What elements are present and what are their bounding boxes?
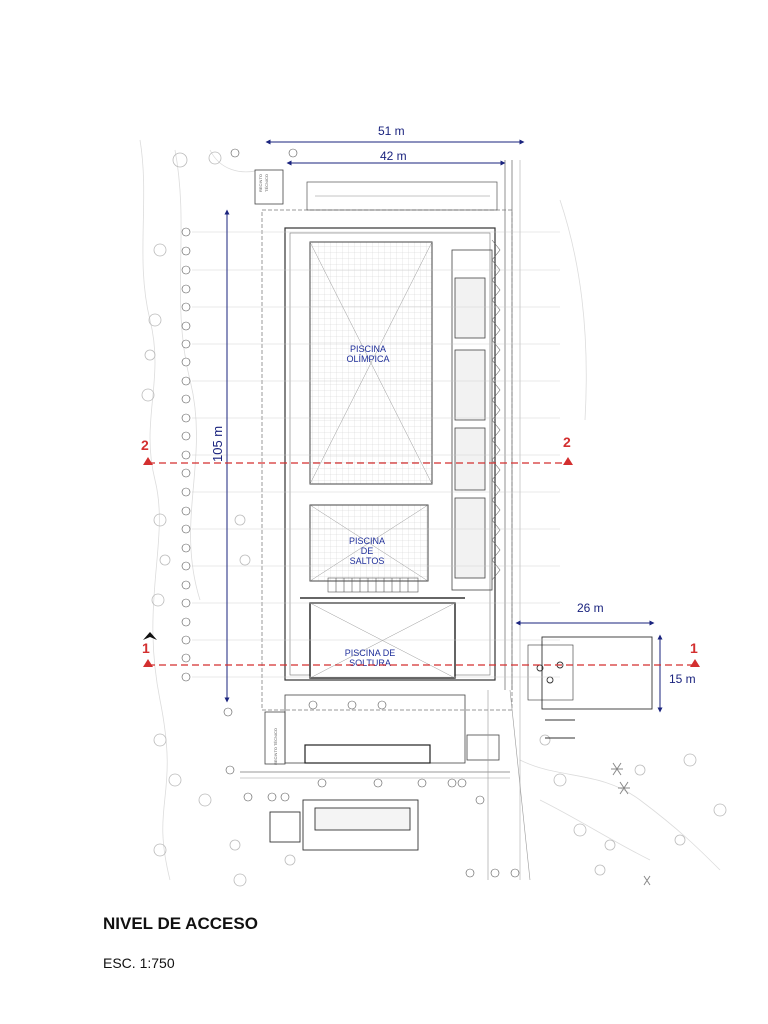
recinto-tecnico-top: RECINTO TÉCNICO — [254, 169, 284, 205]
drawing-scale: ESC. 1:750 — [103, 955, 175, 971]
recinto-tecnico-top-label-1: RECINTO — [258, 174, 263, 192]
room-label-soltura: PISCINA DE SOLTURA — [345, 648, 396, 668]
palm-trees — [611, 762, 651, 886]
floor-plan-drawing: RECINTO TÉCNICO RECINTO TÉCNICO 51 m 42 … — [139, 124, 727, 887]
room-label-soltura-line1: PISCINA DE — [345, 648, 396, 658]
section-cut-1: 1 1 — [142, 640, 700, 667]
room-label-soltura-line2: SOLTURA — [349, 658, 391, 668]
dimension-42m-label: 42 m — [380, 149, 407, 163]
pool-saltos — [309, 504, 429, 582]
annex-right — [527, 636, 653, 739]
dimension-51m-label: 51 m — [378, 124, 405, 138]
section-1-label-left: 1 — [142, 640, 150, 656]
section-2-label-right: 2 — [563, 434, 571, 450]
structural-grid — [192, 231, 560, 678]
room-label-olimpica-line2: OLÍMPICA — [346, 354, 389, 364]
path — [487, 689, 531, 881]
stairs — [327, 577, 419, 593]
room-label-olimpica-line1: PISCINA — [350, 344, 386, 354]
room-label-saltos-line3: SALTOS — [350, 556, 385, 566]
pool-olimpica — [309, 241, 433, 485]
dimension-15m-label: 15 m — [669, 672, 696, 686]
section-1-label-right: 1 — [690, 640, 698, 656]
axis-bubbles — [181, 148, 520, 878]
annex-bottom — [269, 799, 419, 851]
locker-rooms — [451, 160, 521, 880]
site-contours — [139, 139, 721, 881]
section-cut-2: 2 2 — [141, 434, 573, 465]
dimension-51m: 51 m — [265, 124, 525, 145]
north-arrow-icon — [143, 632, 157, 640]
recinto-tecnico-bottom: RECINTO TÉCNICO — [273, 728, 278, 765]
recinto-tecnico-top-label-2: TÉCNICO — [264, 174, 269, 192]
dimension-42m: 42 m — [286, 149, 506, 166]
lobby-block — [240, 694, 510, 779]
dimension-26m: 26 m — [515, 601, 655, 626]
room-label-saltos-line2: DE — [361, 546, 374, 556]
section-2-label-left: 2 — [141, 437, 149, 453]
trees — [141, 151, 727, 887]
room-label-olimpica: PISCINA OLÍMPICA — [346, 344, 389, 364]
room-label-saltos-line1: PISCINA — [349, 536, 385, 546]
dimension-105m-label: 105 m — [210, 426, 225, 462]
recinto-tecnico-bottom-label: RECINTO TÉCNICO — [273, 728, 278, 765]
dimension-105m: 105 m — [210, 209, 230, 703]
dimension-15m: 15 m — [657, 634, 696, 713]
room-label-saltos: PISCINA DE SALTOS — [349, 536, 385, 566]
dimension-26m-label: 26 m — [577, 601, 604, 615]
drawing-title: NIVEL DE ACCESO — [103, 914, 258, 933]
